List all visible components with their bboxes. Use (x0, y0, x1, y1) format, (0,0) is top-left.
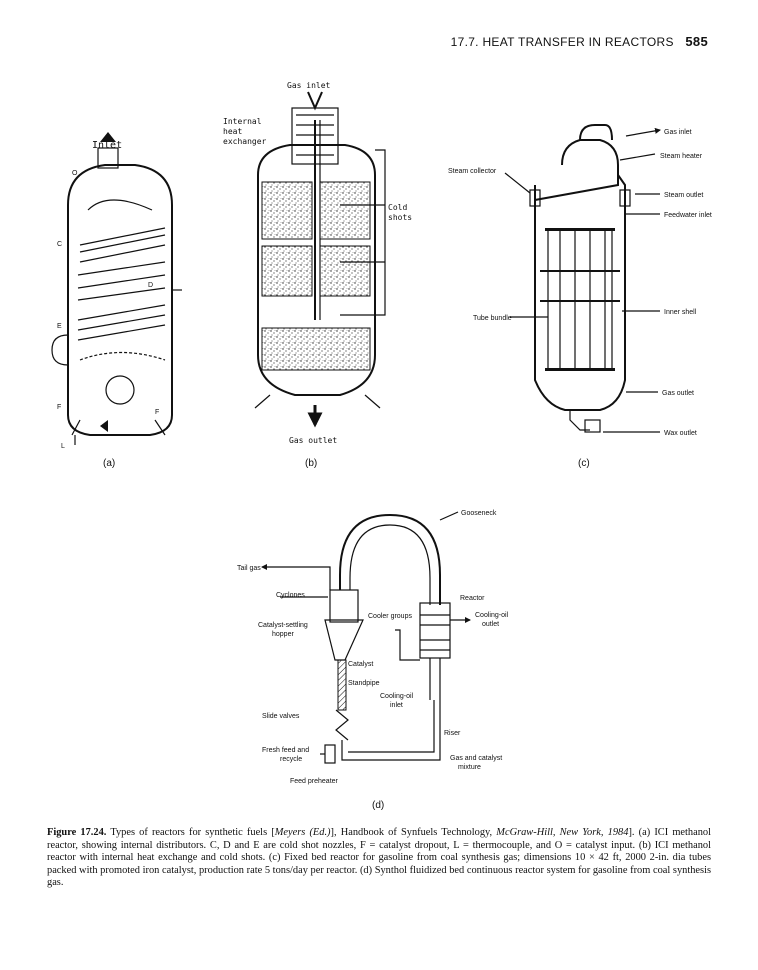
figure-number: Figure 17.24. (47, 827, 107, 838)
fresh-feed-line2: recycle (280, 756, 302, 763)
cold-shots-line2: shots (388, 213, 412, 222)
running-title: 17.7. HEAT TRANSFER IN REACTORS (450, 35, 674, 49)
running-header: 17.7. HEAT TRANSFER IN REACTORS 585 (451, 34, 708, 49)
caption-text-5: ]. (a) ICI methanol reactor, showing int… (47, 827, 711, 889)
catalyst-settling-hopper-line2: hopper (272, 631, 294, 638)
steam-heater-label: Steam heater (660, 153, 703, 160)
subfigure-b-label: (b) (305, 458, 317, 469)
feedwater-inlet-label: Feedwater inlet (664, 212, 712, 219)
label-o: O (72, 170, 78, 177)
cooling-oil-inlet-line2: inlet (390, 702, 403, 709)
figure-c-reactor: Gas inlet Steam heater Steam collector S… (448, 124, 712, 469)
label-f-right: F (155, 409, 159, 416)
page-number: 585 (685, 34, 708, 49)
internal-hx-line2: heat (223, 127, 242, 136)
steam-collector-label: Steam collector (448, 168, 497, 175)
tail-gas-label: Tail gas (237, 565, 261, 572)
standpipe-label: Standpipe (348, 680, 380, 687)
fresh-feed-line1: Fresh feed and (262, 747, 309, 754)
figure-d-synthol: Tail gas Gooseneck Cyclones Reactor Cool… (237, 510, 509, 811)
cyclones-label: Cyclones (276, 592, 305, 599)
label-d: D (148, 282, 153, 289)
gas-outlet-label-c: Gas outlet (662, 390, 694, 397)
figure-b-reactor: Gas inlet Internal heat exchanger Cold s… (223, 81, 412, 469)
caption-publisher: McGraw-Hill, New York, 1984 (496, 827, 629, 838)
gas-outlet-label-b: Gas outlet (289, 436, 337, 445)
subfigure-c-label: (c) (578, 458, 590, 469)
catalyst-settling-hopper-line1: Catalyst-settling (258, 622, 308, 629)
tube-bundle-label: Tube bundle (473, 315, 512, 322)
riser-label: Riser (444, 730, 461, 737)
label-c: C (57, 241, 62, 248)
label-l: L (61, 443, 65, 450)
gas-inlet-label-c: Gas inlet (664, 129, 692, 136)
catalyst-label: Catalyst (348, 661, 373, 668)
internal-hx-line3: exchanger (223, 137, 267, 146)
cold-shots-line1: Cold (388, 203, 407, 212)
figure-a-reactor: Inlet O C D E F F L (a) (51, 132, 182, 469)
steam-outlet-label: Steam outlet (664, 192, 703, 199)
label-e: E (57, 323, 62, 330)
slide-valves-label: Slide valves (262, 713, 300, 720)
cooling-oil-outlet-line2: outlet (482, 621, 499, 628)
feed-preheater-label: Feed preheater (290, 778, 339, 785)
inlet-label: Inlet (92, 140, 122, 151)
gas-catalyst-mixture-line1: Gas and catalyst (450, 755, 502, 762)
subfigure-d-label: (d) (372, 800, 384, 811)
caption-text-1: Types of reactors for synthetic fuels [ (106, 827, 275, 838)
inner-shell-label: Inner shell (664, 309, 697, 316)
gooseneck-label: Gooseneck (461, 510, 497, 517)
wax-outlet-label: Wax outlet (664, 430, 697, 437)
reactor-label: Reactor (460, 595, 485, 602)
caption-editor: Meyers (Ed.) (274, 827, 331, 838)
gas-catalyst-mixture-line2: mixture (458, 764, 481, 771)
cooling-oil-inlet-line1: Cooling-oil (380, 693, 414, 700)
cooling-oil-outlet-line1: Cooling-oil (475, 612, 509, 619)
gas-inlet-label-b: Gas inlet (287, 81, 331, 90)
figure-caption: Figure 17.24. Types of reactors for synt… (47, 827, 711, 890)
cooler-groups-label: Cooler groups (368, 613, 412, 620)
label-f-left: F (57, 404, 61, 411)
subfigure-a-label: (a) (103, 458, 115, 469)
internal-hx-line1: Internal (223, 117, 262, 126)
caption-text-3: ], Handbook of Synfuels Technology, (330, 827, 497, 838)
